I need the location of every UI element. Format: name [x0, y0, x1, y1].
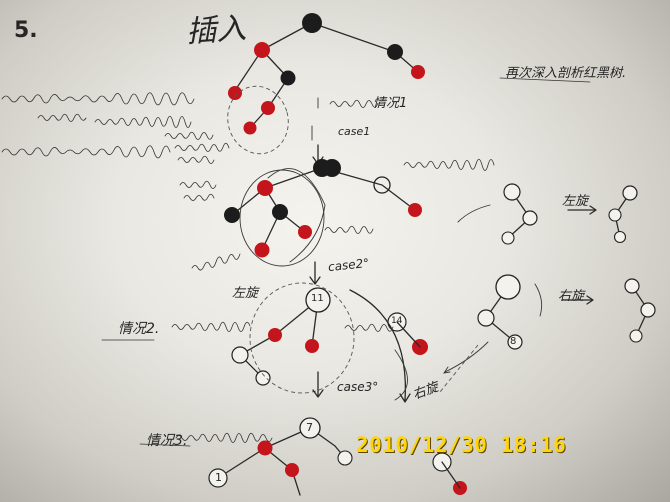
node-outline-7 [608, 208, 622, 222]
case3-en-label: case3° [337, 380, 379, 394]
node-outline-7 [624, 278, 640, 294]
case2-label: 情况2. [118, 321, 160, 337]
tree-top [227, 13, 425, 155]
handwritten-notes [1, 77, 591, 447]
case1-en-label: case1 [338, 125, 371, 138]
node-red [254, 242, 270, 258]
camera-timestamp: 2010/12/30 18:16 [356, 433, 567, 457]
node-red [285, 463, 299, 477]
node-outline-11 [522, 210, 538, 226]
node-red [408, 203, 422, 217]
node-black-outline [373, 176, 391, 194]
node-red [228, 86, 242, 100]
node-red [254, 42, 270, 58]
node-red [298, 225, 312, 239]
node-outline [337, 450, 353, 466]
arrow-down-2 [309, 261, 321, 285]
node-black-root [302, 13, 322, 33]
node-outline-7 [231, 346, 249, 364]
node-black [224, 207, 240, 223]
node-red [268, 328, 282, 342]
node-label-11: 11 [311, 293, 324, 304]
rotation-diagrams [439, 183, 656, 393]
rotate-right-label-2: 右旋 [558, 289, 585, 304]
node-red [243, 121, 257, 135]
case1-label: 情况1 [373, 96, 408, 111]
node-outline-11 [495, 274, 521, 300]
node-red [305, 339, 319, 353]
page-number: 5. [14, 18, 38, 43]
node-outline-7 [299, 417, 321, 439]
node-red [257, 440, 273, 456]
case3-label: 情况3. [146, 433, 188, 449]
node-label-7: 7 [306, 421, 313, 434]
rotate-left-label-1: 左旋 [232, 286, 259, 301]
tree-middle [224, 159, 422, 267]
node-label-14: 14 [391, 316, 403, 326]
node-red [257, 180, 273, 196]
node-outline-8 [613, 230, 627, 244]
node-red [261, 101, 275, 115]
node-outline [640, 302, 656, 318]
node-outline-7 [503, 183, 521, 201]
title-insert: 插入 [185, 10, 248, 51]
node-outline-8 [507, 334, 523, 350]
node-red [411, 65, 425, 79]
arrow-curve-right [349, 289, 411, 403]
right-note: 再次深入剖析红黑树. [505, 66, 627, 81]
node-outline-7 [477, 309, 495, 327]
node-label-1: 1 [215, 471, 222, 484]
node-outline-11 [305, 287, 331, 313]
rotate-left-label-2: 左旋 [562, 194, 589, 209]
tree-third [231, 282, 428, 394]
node-outline-8 [255, 370, 271, 386]
arrow-down-3 [312, 371, 324, 398]
node-outline-11 [622, 185, 638, 201]
node-outline-8 [501, 231, 515, 245]
node-outline-1 [208, 468, 228, 488]
node-black [323, 159, 341, 177]
node-outline-8 [629, 329, 643, 343]
node-black [272, 204, 288, 220]
node-black [280, 70, 296, 86]
tree-bottom [208, 417, 467, 496]
node-label-8: 8 [510, 336, 517, 347]
node-black [387, 44, 403, 60]
